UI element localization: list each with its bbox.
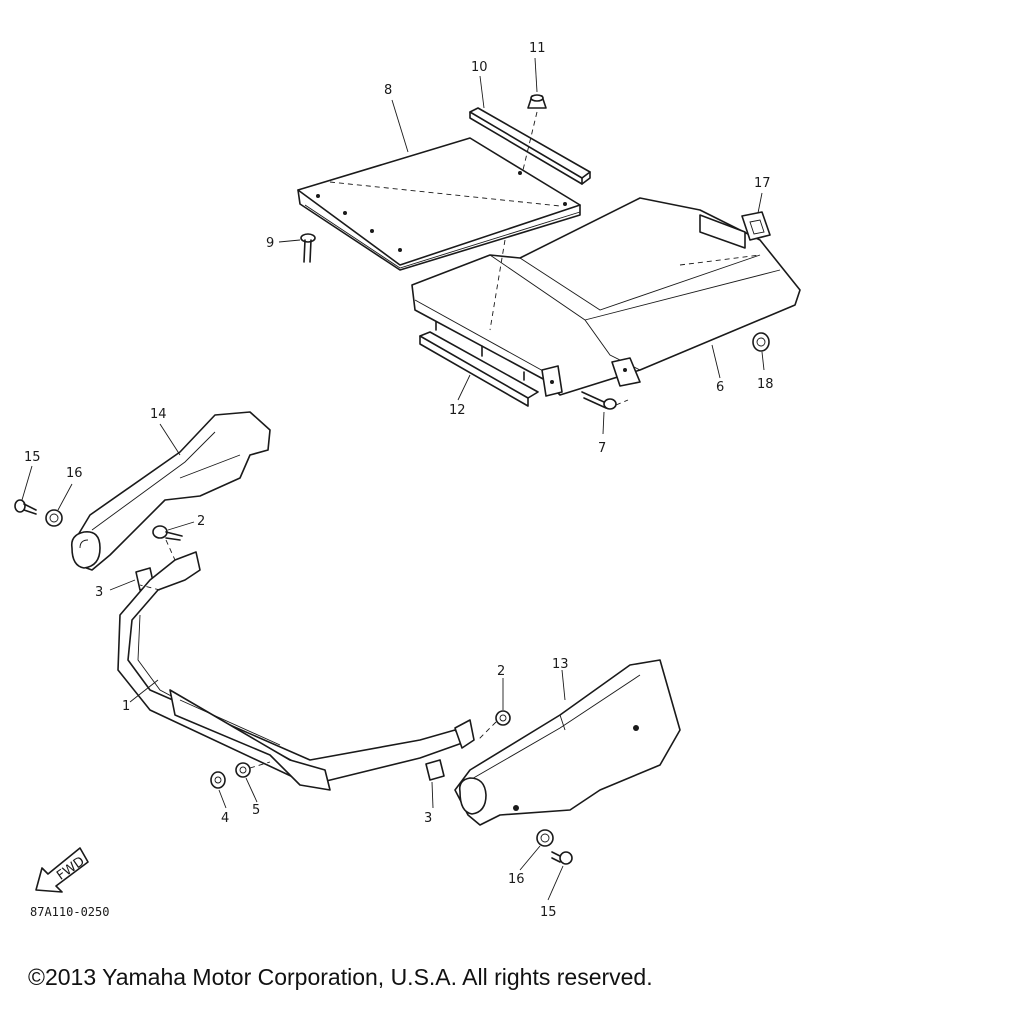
part-6-cover [411, 197, 801, 397]
part-15-bolt-left [14, 499, 37, 515]
callouts: 8 10 11 9 17 18 6 12 7 14 15 16 2 3 1 2 … [24, 41, 774, 920]
part-15-bolt-right [551, 851, 573, 865]
part-2-bolt-right [477, 710, 511, 741]
callout-14: 14 [150, 407, 167, 422]
part-14-side-cover-left [70, 411, 271, 571]
callout-15-left: 15 [24, 450, 41, 465]
callout-1: 1 [122, 699, 130, 714]
callout-9: 9 [266, 236, 274, 251]
callout-17: 17 [754, 176, 771, 191]
part-16-washer-right [536, 829, 554, 847]
part-17-grommet [741, 211, 771, 241]
part-5-washer [235, 761, 271, 778]
drawing-code: 87A110-0250 [30, 905, 109, 919]
part-16-washer-left [45, 509, 63, 527]
callout-6: 6 [716, 380, 724, 395]
part-3-clip-right [425, 759, 445, 781]
part-11-grommet [522, 94, 547, 171]
part-2-bolt-left [152, 525, 183, 561]
callout-11: 11 [529, 41, 546, 56]
callout-16-left: 16 [66, 466, 83, 481]
part-13-side-cover-right [454, 659, 681, 826]
callout-12: 12 [449, 403, 466, 418]
callout-4: 4 [221, 811, 229, 826]
callout-5: 5 [252, 803, 260, 818]
part-4-nut [210, 771, 226, 789]
callout-3-left: 3 [95, 585, 103, 600]
callout-16-right: 16 [508, 872, 525, 887]
callout-2-right: 2 [497, 664, 505, 679]
fwd-arrow-icon: FWD [35, 847, 89, 893]
callout-2-left: 2 [197, 514, 205, 529]
callout-13: 13 [552, 657, 569, 672]
part-8-plate [297, 137, 581, 271]
part-12-strip [419, 321, 539, 407]
leader-lines [21, 57, 765, 901]
callout-15-right: 15 [540, 905, 557, 920]
part-9-rivet [300, 233, 316, 263]
part-7-screw [581, 391, 629, 410]
part-18-nut [752, 332, 770, 352]
copyright-notice: ©2013 Yamaha Motor Corporation, U.S.A. A… [28, 964, 653, 990]
part-1-frame [117, 551, 475, 791]
callout-18: 18 [757, 377, 774, 392]
part-10-strip [469, 107, 591, 185]
callout-3-right: 3 [424, 811, 432, 826]
callout-10: 10 [471, 60, 488, 75]
callout-8: 8 [384, 83, 392, 98]
callout-7: 7 [598, 441, 606, 456]
